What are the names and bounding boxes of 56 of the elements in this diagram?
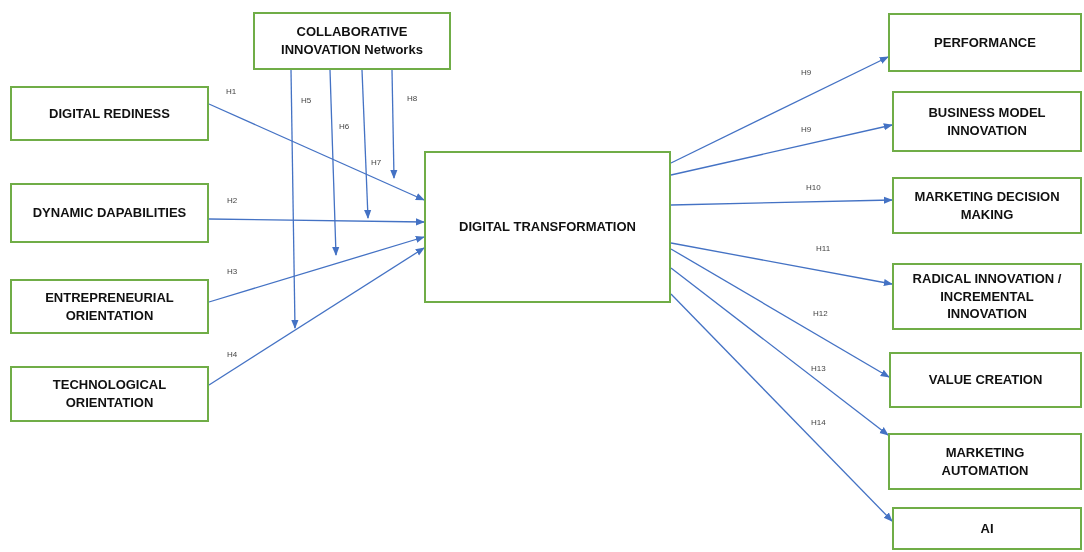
concept-box [889,352,1082,408]
concept-box [888,433,1082,490]
arrow [670,267,889,436]
arrow [329,69,340,256]
arrow [670,196,893,206]
edge-label: H10 [805,184,822,192]
node-label: DIGITAL TRANSFORMATION [459,218,636,236]
edge-label: H12 [812,310,829,318]
node-label: AI [980,519,994,538]
arrow [670,123,893,176]
node-label: RADICAL INNOVATION / INCREMENTAL INNOVATION [911,270,1063,323]
arrow [290,69,299,329]
edge-label: H9 [800,69,813,77]
concept-box [10,86,209,141]
concept-box [424,151,671,303]
edge-label: H5 [300,97,313,105]
edge-label: H11 [815,245,832,253]
concept-box [10,279,209,334]
arrow [670,248,890,378]
node-label: DIGITAL REDINESS [49,104,170,123]
concept-box [892,507,1082,550]
node-label: MARKETING DECISION MAKING [913,187,1061,224]
concept-box [892,177,1082,234]
edge-label: H4 [226,351,239,359]
edge-label: H6 [338,123,351,131]
concept-box [892,91,1082,152]
node-label: MARKETING AUTOMATION [940,443,1030,480]
arrow [670,242,893,287]
concept-box [892,263,1082,330]
arrow [208,235,425,303]
edge-label: H9 [800,126,813,134]
arrow [208,103,425,201]
edge-label: H7 [370,159,383,167]
arrow [670,293,893,522]
concept-box [888,13,1082,72]
edge-label: H3 [226,268,239,276]
edge-label: H13 [810,365,827,373]
arrow [208,247,425,386]
node-label: TECHNOLOGICAL ORIENTATION [51,376,168,412]
arrow [390,69,398,179]
concept-box [10,366,209,422]
edge-label: H8 [406,95,419,103]
arrow [361,69,372,219]
edge-label: H14 [810,419,827,427]
node-label: ENTREPRENEURIAL ORIENTATION [44,288,175,325]
concept-box [253,12,451,70]
concept-box [10,183,209,243]
node-label: VALUE CREATION [928,371,1043,389]
node-label: COLLABORATIVE INNOVATION Networks [280,23,424,59]
node-label: BUSINESS MODEL INNOVATION [927,103,1047,140]
edge-label: H1 [225,88,238,96]
edge-label: H2 [226,197,239,205]
arrow [208,218,425,226]
arrow [670,56,889,164]
node-label: DYNAMIC DAPABILITIES [32,204,187,222]
node-label: PERFORMANCE [934,33,1036,52]
